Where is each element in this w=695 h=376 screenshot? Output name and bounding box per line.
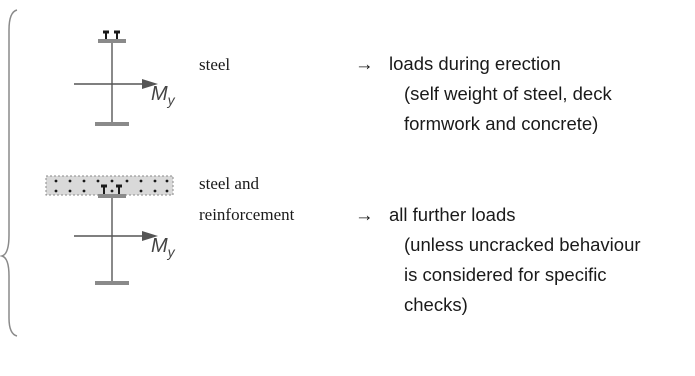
steel-only-section: My xyxy=(74,30,176,126)
rebar-dot xyxy=(139,189,143,193)
material-label-reinforcement: reinforcement xyxy=(199,205,295,224)
material-label-steel-and: steel and xyxy=(199,174,259,193)
moment-symbol-bottom: My xyxy=(151,235,176,260)
loads-bottom-line1: all further loads xyxy=(389,204,515,225)
moment-arrow-head-bottom xyxy=(142,231,158,241)
loads-top-line1: loads during erection xyxy=(389,53,561,74)
loads-bottom-line2: (unless uncracked behaviour xyxy=(404,234,641,255)
arrow-glyph-bottom: → xyxy=(355,204,374,225)
rebar-dot xyxy=(153,179,157,183)
rebar-dot xyxy=(68,189,72,193)
rebar-dot xyxy=(82,179,86,183)
arrow-glyph-top: → xyxy=(355,53,374,74)
composite-section: My xyxy=(45,175,176,285)
loads-bottom-line3: is considered for specific xyxy=(404,264,607,285)
rebar-dot xyxy=(165,179,169,183)
rebar-dot xyxy=(82,189,86,193)
slab-reinforcement-dots xyxy=(54,179,169,193)
rebar-dot xyxy=(165,189,169,193)
moment-symbol: My xyxy=(151,83,176,108)
rebar-dot xyxy=(96,179,100,183)
loads-top-line3: formwork and concrete) xyxy=(404,113,598,134)
moment-arrow-head xyxy=(142,79,158,89)
material-label-steel: steel xyxy=(199,55,230,74)
rebar-dot xyxy=(54,179,58,183)
loads-top-line2: (self weight of steel, deck xyxy=(404,83,612,104)
rebar-dot xyxy=(110,189,114,193)
concrete-slab xyxy=(45,175,174,196)
rebar-dot xyxy=(110,179,114,183)
rebar-dot xyxy=(54,189,58,193)
rebar-dot xyxy=(125,179,129,183)
rebar-dot xyxy=(68,179,72,183)
rebar-dot xyxy=(139,179,143,183)
loads-bottom-line4: checks) xyxy=(404,294,468,315)
rebar-dot xyxy=(153,189,157,193)
grouping-brace xyxy=(0,9,18,337)
